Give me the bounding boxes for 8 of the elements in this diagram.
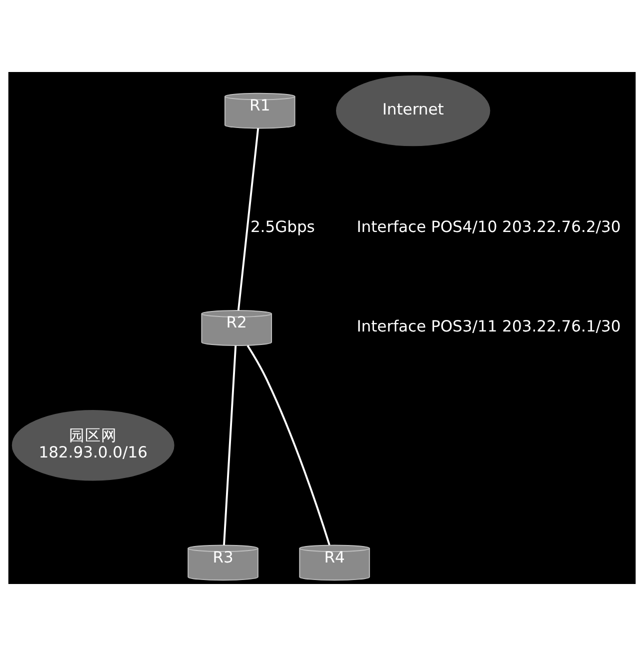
- edge-label: 2.5Gbps: [250, 218, 315, 236]
- label: Interface POS3/11 203.22.76.1/30: [356, 318, 621, 336]
- node-ellipse: Internet: [336, 75, 490, 146]
- connector: [246, 345, 330, 546]
- connector: [237, 128, 260, 311]
- label: Interface POS4/10 203.22.76.2/30: [356, 218, 621, 236]
- connector: [223, 346, 237, 546]
- node-ellipse: 园区网 182.93.0.0/16: [12, 410, 174, 481]
